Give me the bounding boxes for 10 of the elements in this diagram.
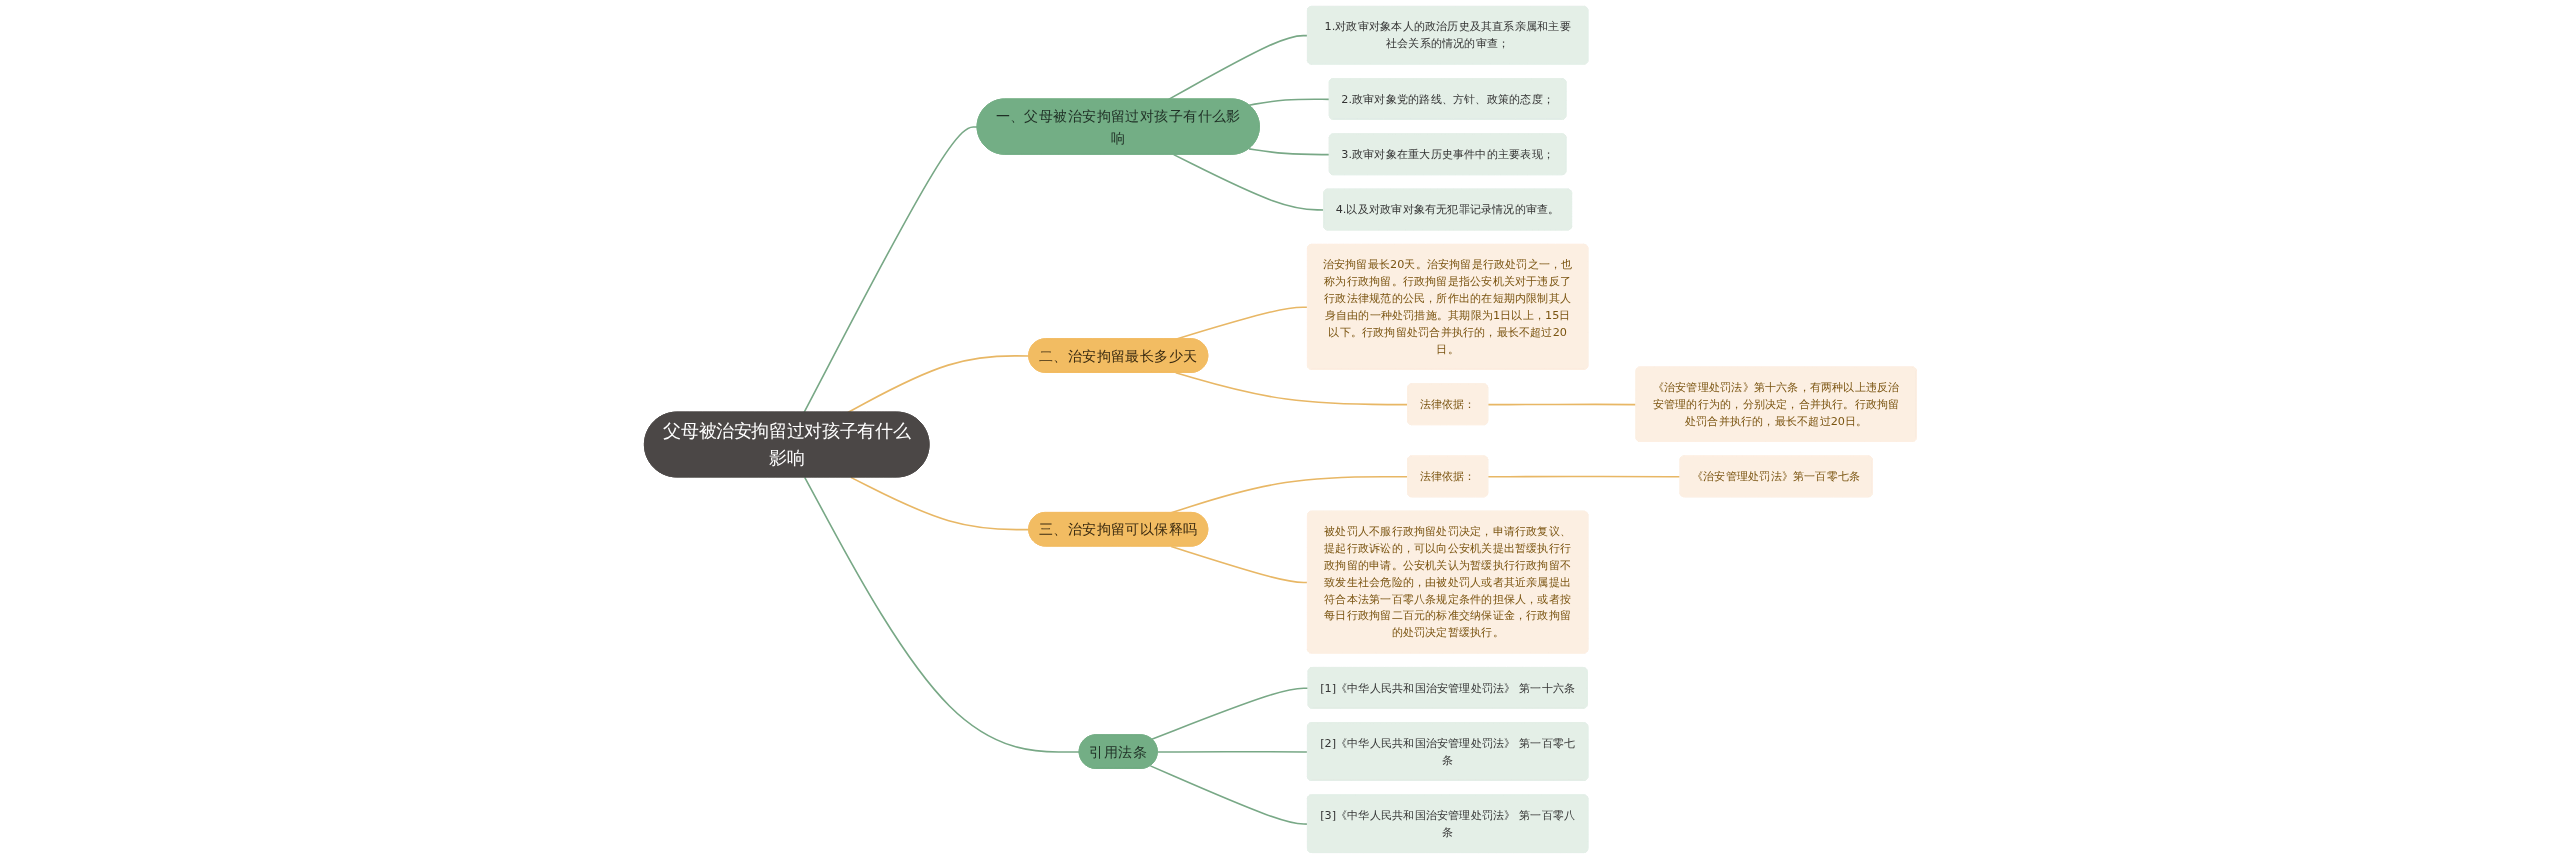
connector <box>1486 475 1681 478</box>
connector <box>802 126 978 414</box>
connector <box>1156 750 1309 753</box>
connector <box>1172 153 1325 211</box>
connector <box>849 476 1030 531</box>
connector <box>1486 403 1637 406</box>
connector <box>1149 765 1309 825</box>
connector <box>1174 372 1409 406</box>
connector <box>803 476 1080 753</box>
connector <box>1150 687 1309 740</box>
